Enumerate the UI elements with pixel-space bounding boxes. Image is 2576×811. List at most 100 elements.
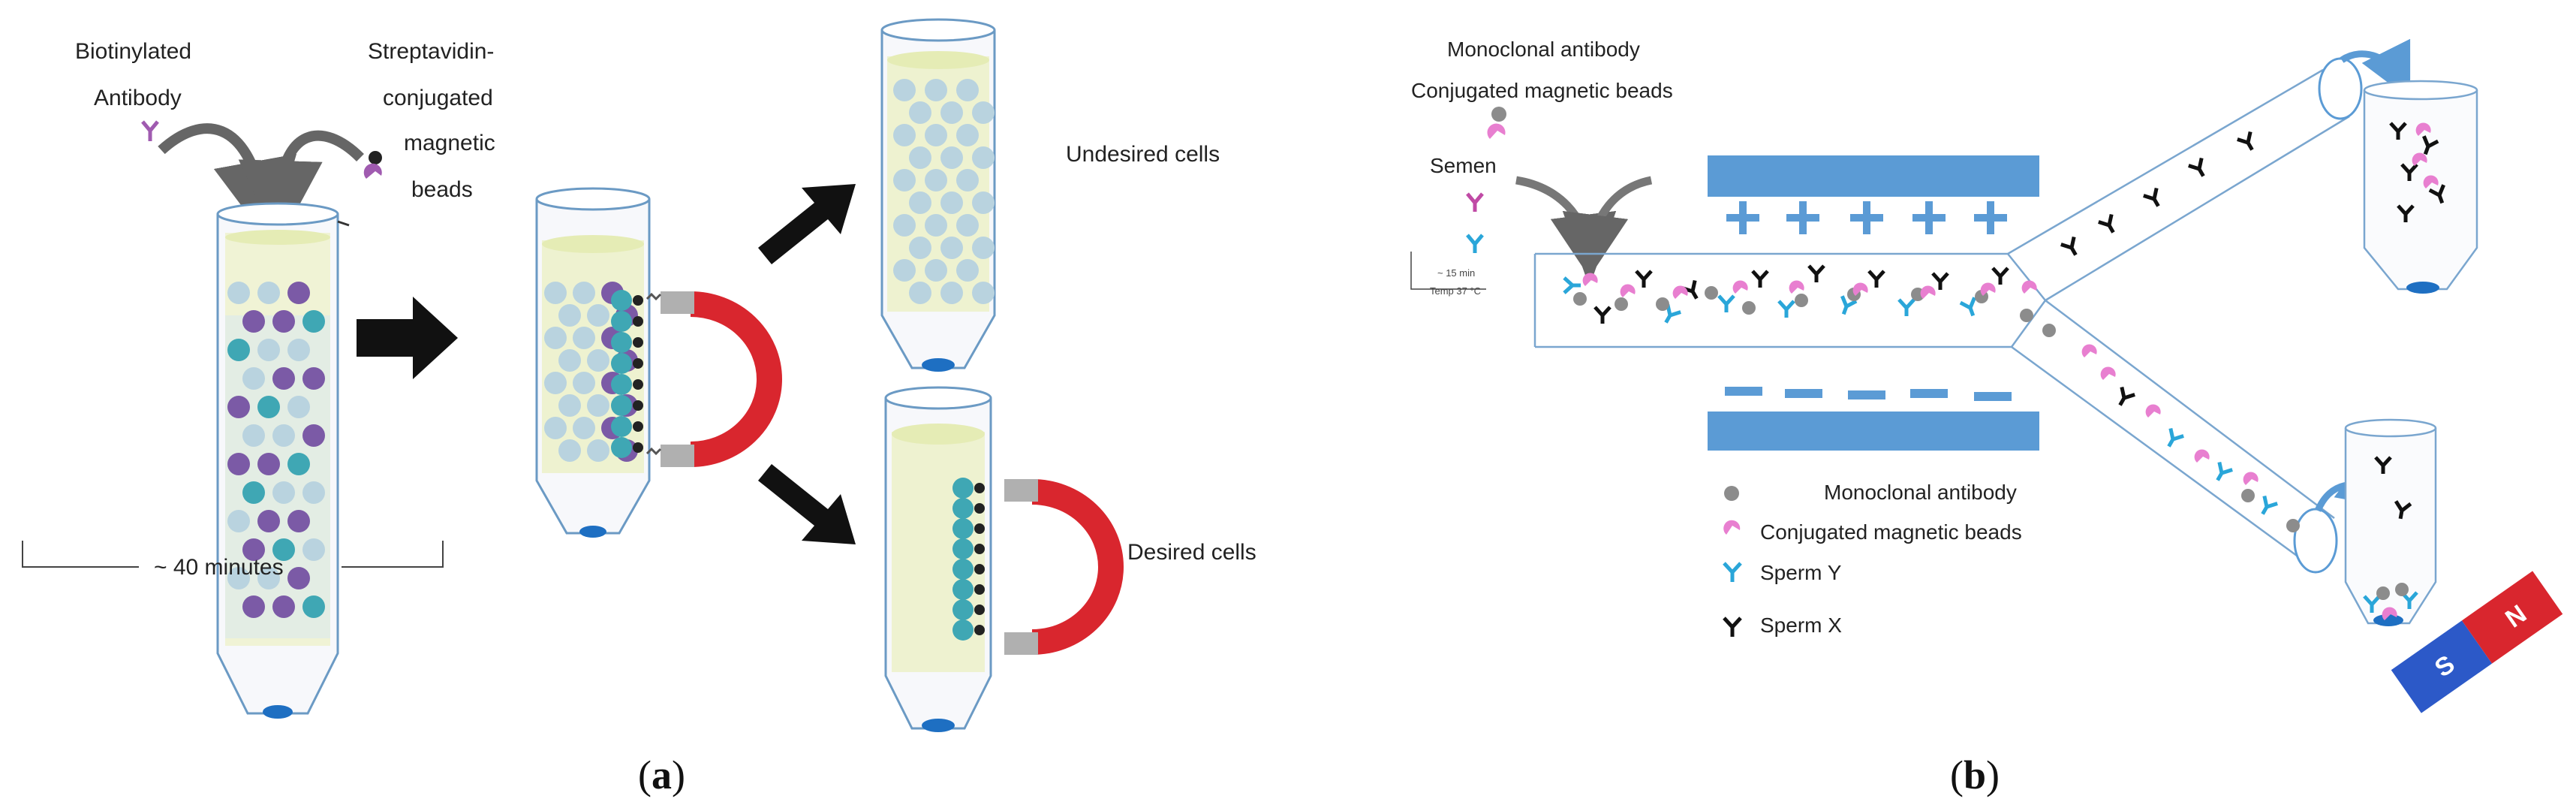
cell: [956, 259, 979, 282]
time-bracket: [22, 541, 444, 568]
cells-tube-magnet: [544, 282, 643, 462]
conjugated-bead: [2100, 366, 2116, 380]
cell: [272, 481, 295, 504]
sperm-antibody-marker: [1751, 270, 1769, 288]
conjugated-bead: [1920, 285, 1936, 299]
legend-mab: Monoclonal antibody: [1824, 481, 2017, 504]
sperm-antibody-marker: [2374, 456, 2392, 474]
timer-line1: ~ 15 min: [1437, 267, 1475, 279]
sperm-x-icon: [1466, 192, 1484, 212]
plus-signs: [1726, 201, 2007, 234]
cell: [587, 349, 609, 372]
magnetic-bead: [633, 358, 643, 369]
cell: [242, 310, 265, 333]
sperm-antibody-marker: [1959, 297, 1976, 317]
mab-particle: [2020, 309, 2033, 322]
cell: [287, 453, 310, 475]
sperm-antibody-marker: [2389, 122, 2407, 140]
bound-cell: [611, 311, 632, 332]
cell: [972, 191, 995, 214]
cell: [909, 237, 931, 259]
cell: [972, 101, 995, 124]
label-strep-line1: Streptavidin-: [368, 39, 494, 64]
cell: [925, 124, 947, 146]
cell: [558, 349, 581, 372]
conjugated-bead: [2145, 404, 2161, 418]
legend-sperm-x-marker: [1723, 617, 1742, 637]
cell: [940, 146, 963, 169]
magnetic-bead: [974, 523, 985, 534]
tube-upper-collector: [2363, 80, 2478, 294]
cell: [544, 282, 567, 304]
cell: [909, 101, 931, 124]
conjugated-bead: [1732, 280, 1748, 294]
cell: [302, 481, 325, 504]
bound-cell: [952, 599, 974, 620]
cell: [302, 595, 325, 618]
cell: [227, 282, 250, 304]
caption-b: (b): [1950, 752, 2000, 797]
cell: [242, 367, 265, 390]
bound-cell: [611, 416, 632, 437]
magnetic-bead: [974, 483, 985, 493]
cell: [573, 417, 595, 439]
cell: [257, 453, 280, 475]
cell: [893, 124, 916, 146]
mab-particle: [2286, 519, 2300, 532]
label-biotinylated-line2: Antibody: [94, 86, 182, 110]
tube-lower-collector: [2344, 418, 2437, 626]
cell: [257, 282, 280, 304]
cells-tube-initial: [227, 282, 325, 618]
cell: [558, 394, 581, 417]
cell: [940, 282, 963, 304]
sperm-antibody-marker: [2167, 427, 2184, 448]
legend-sperm-y: Sperm Y: [1760, 561, 1842, 584]
cell: [227, 453, 250, 475]
conjugated-bead: [1852, 282, 1868, 296]
cell: [302, 538, 325, 561]
cell: [587, 439, 609, 462]
arrow-up-right: [758, 184, 856, 264]
conjugated-bead: [2415, 122, 2431, 136]
conjugated-bead: [2382, 607, 2397, 620]
label-semen: Semen: [1430, 154, 1497, 177]
cell: [242, 481, 265, 504]
arrow-right: [357, 297, 458, 379]
label-strep-line2: conjugated: [383, 86, 493, 110]
label-beads: Conjugated magnetic beads: [1411, 79, 1673, 102]
sperm-antibody-marker: [1777, 300, 1795, 318]
sperm-antibody-marker: [1867, 270, 1885, 288]
sperm-antibody-marker: [2098, 213, 2115, 234]
bound-cell: [952, 579, 974, 600]
legend-sperm-y-marker: [1723, 562, 1742, 582]
curved-arrow-right: [238, 130, 364, 245]
positive-electrode: [1708, 155, 2039, 197]
cell: [573, 327, 595, 349]
legend-mab-marker: [1724, 486, 1739, 501]
legend: Monoclonal antibody Conjugated magnetic …: [1723, 481, 2022, 637]
magnetic-bead: [974, 584, 985, 595]
mab-particle: [2042, 324, 2056, 337]
bound-cell: [952, 478, 974, 499]
cell: [257, 567, 280, 589]
cell: [587, 304, 609, 327]
sperm-antibody-marker: [2216, 461, 2233, 481]
timer-line2: Temp 37 °C: [1430, 285, 1481, 297]
cell: [893, 79, 916, 101]
antibody-icon: [141, 120, 159, 141]
cell: [257, 510, 280, 532]
cell: [227, 567, 250, 589]
conjugated-bead: [1620, 284, 1636, 297]
conjugated-bead: [2243, 472, 2259, 485]
magnetic-bead: [974, 544, 985, 554]
cell: [272, 424, 295, 447]
cell: [257, 396, 280, 418]
mab-particle: [1656, 297, 1669, 311]
cell: [972, 237, 995, 259]
magnetic-bead: [633, 295, 643, 306]
cell: [893, 169, 916, 191]
magnetic-bead: [633, 379, 643, 390]
cell: [587, 394, 609, 417]
sperm-antibody-marker: [2400, 163, 2418, 181]
